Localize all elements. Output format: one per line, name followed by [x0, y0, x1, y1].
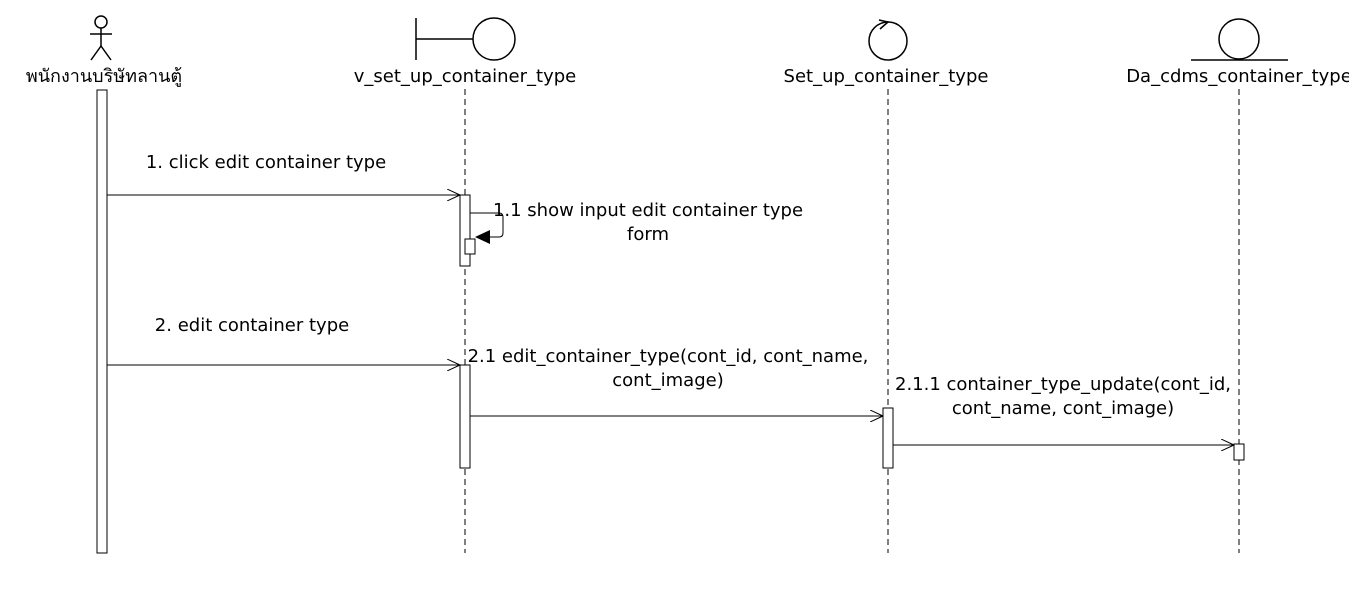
entity-icon	[1191, 18, 1288, 61]
actor-label: พนักงานบริษัทลานตู้	[26, 66, 182, 87]
message-2-1-label-line1: 2.1 edit_container_type(cont_id, cont_na…	[468, 346, 869, 367]
message-1-1-label-line2: form	[627, 224, 669, 245]
message-2-label: 2. edit container type	[155, 315, 349, 336]
boundary-icon	[415, 17, 516, 61]
message-1-1-label-line1: 1.1 show input edit container type	[493, 200, 803, 221]
entity-activation	[1233, 443, 1245, 461]
message-2-1-label-line2: cont_image)	[612, 370, 723, 391]
message-2-1-1-label-line1: 2.1.1 container_type_update(cont_id,	[895, 374, 1231, 395]
control-activation	[882, 407, 894, 469]
message-2-1-1-label-line2: cont_name, cont_image)	[952, 398, 1174, 419]
actor-icon	[90, 15, 112, 61]
control-label: Set_up_container_type	[784, 66, 989, 87]
message-1-1-arrowhead	[475, 230, 490, 244]
control-icon	[868, 19, 908, 61]
actor-activation-bar	[96, 89, 108, 554]
boundary-activation-2	[459, 364, 471, 469]
message-1-label: 1. click edit container type	[146, 152, 386, 173]
message-1-1-loop	[470, 212, 504, 238]
entity-label: Da_cdms_container_type	[1126, 66, 1349, 87]
boundary-activation-1	[459, 194, 471, 267]
boundary-nested-activation	[464, 238, 476, 255]
boundary-label: v_set_up_container_type	[354, 66, 577, 87]
